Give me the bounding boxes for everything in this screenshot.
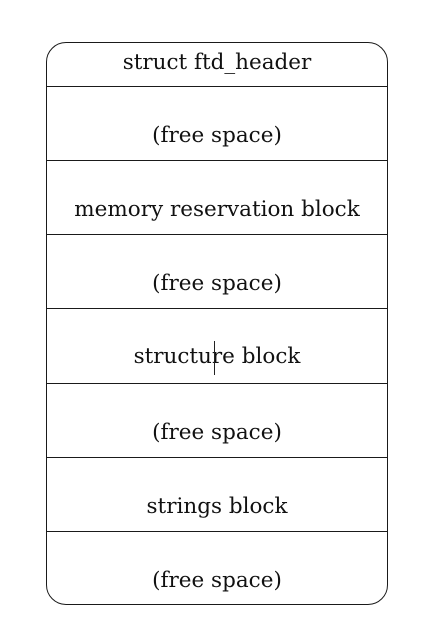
region-divider <box>47 307 387 309</box>
region-divider <box>47 233 387 235</box>
region-free-space-2: (free space) <box>47 235 387 309</box>
region-label: (free space) <box>152 420 282 445</box>
region-label: strings block <box>146 494 288 519</box>
region-label: memory reservation block <box>74 197 360 222</box>
region-label: (free space) <box>152 123 282 148</box>
region-label: structure block <box>133 344 301 369</box>
region-divider <box>47 382 387 384</box>
region-memory-reservation-block: memory reservation block <box>47 161 387 235</box>
flattened-tree-layout-box: struct ftd_header (free space) memory re… <box>46 42 388 605</box>
region-divider <box>47 456 387 458</box>
region-ftd-header: struct ftd_header <box>47 43 387 87</box>
region-free-space-4: (free space) <box>47 532 387 604</box>
region-strings-block: strings block <box>47 458 387 532</box>
region-free-space-3: (free space) <box>47 384 387 458</box>
region-label: struct ftd_header <box>122 50 312 75</box>
region-label: (free space) <box>152 568 282 593</box>
region-free-space-1: (free space) <box>47 87 387 161</box>
region-divider <box>47 159 387 161</box>
region-label: (free space) <box>152 271 282 296</box>
region-divider <box>47 530 387 532</box>
region-structure-block: structure block <box>47 309 387 383</box>
region-divider <box>47 85 387 87</box>
text-cursor <box>214 341 215 375</box>
